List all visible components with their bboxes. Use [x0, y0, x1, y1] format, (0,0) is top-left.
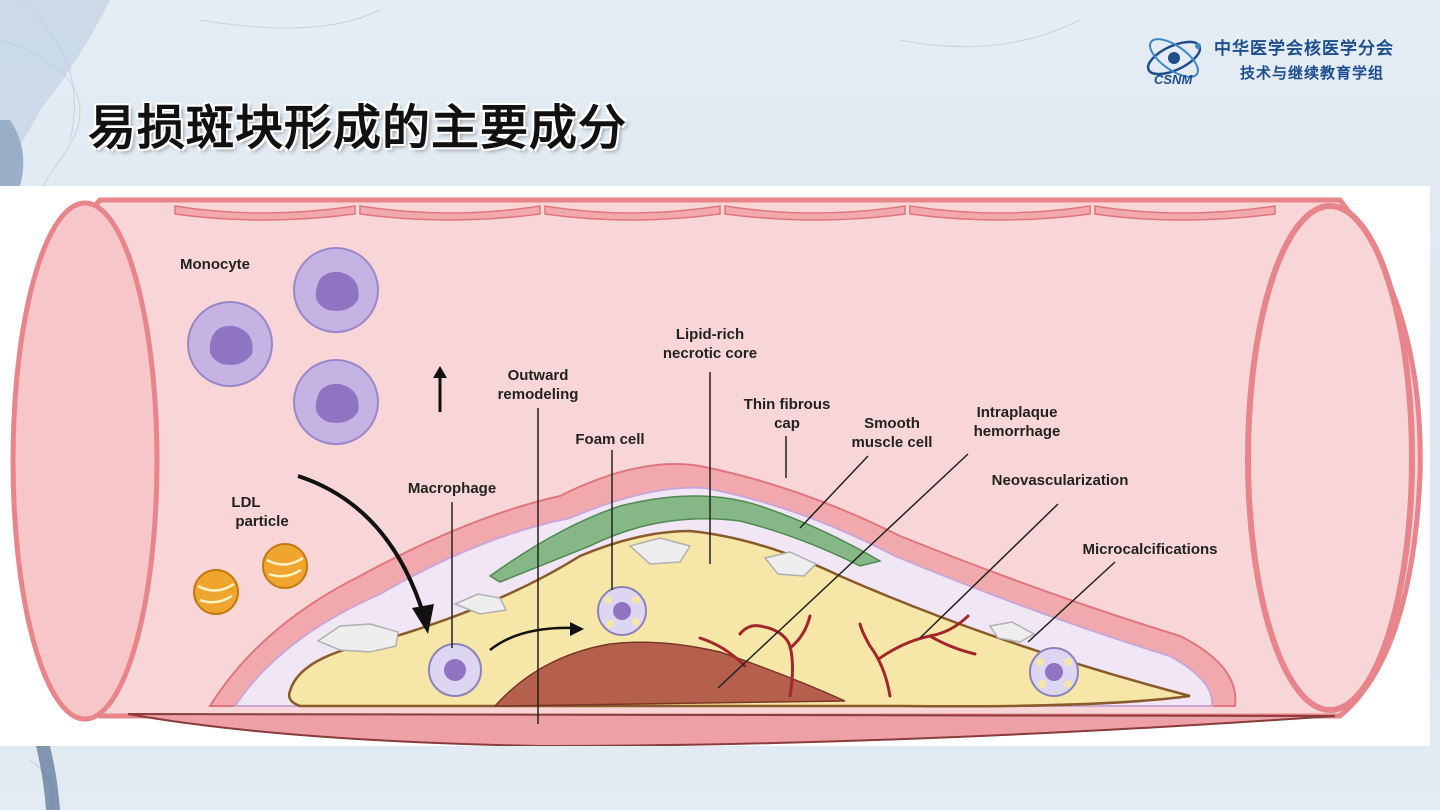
label-iph-line1: Intraplaque [977, 404, 1058, 421]
label-foam-cell: Foam cell [575, 431, 644, 448]
label-lipid-line2: necrotic core [663, 345, 757, 362]
microcalcification-deposits [316, 537, 1036, 653]
label-lipid-line1: Lipid-rich [676, 326, 744, 343]
label-microcalcifications: Microcalcifications [1082, 541, 1217, 558]
label-ldl-line2: particle [235, 513, 288, 530]
label-neovascularization: Neovascularization [992, 472, 1129, 489]
macrophage-to-foam-arrowhead [570, 622, 584, 636]
vessel-left-opening [10, 200, 160, 722]
label-iph-line2: hemorrhage [974, 423, 1061, 440]
ldl-particles [193, 543, 308, 615]
label-outward-line2: remodeling [498, 386, 579, 403]
ldl-particle [193, 569, 239, 615]
atom-logo-icon [1146, 38, 1202, 78]
vessel-right-opening [1245, 203, 1415, 713]
label-ldl-line1: LDL [231, 494, 260, 511]
ldl-entry-arrowhead [412, 604, 434, 634]
ldl-entry-arrow [297, 474, 426, 617]
label-smc-line1: Smooth [864, 415, 920, 432]
smooth-muscle-layer [488, 495, 882, 583]
logo-org-subgroup: 技术与继续教育学组 [1240, 64, 1385, 82]
label-outward-line1: Outward [508, 367, 569, 384]
label-macrophage: Macrophage [408, 480, 496, 497]
monocyte-cells [187, 247, 379, 445]
logo-abbr: CSNM [1154, 72, 1193, 87]
label-smc-line2: muscle cell [852, 434, 933, 451]
upward-arrowhead [433, 366, 447, 378]
process-arrows [297, 366, 584, 651]
label-cap-line1: Thin fibrous [744, 396, 831, 413]
logo-org-name: 中华医学会核医学分会 [1214, 39, 1394, 59]
endothelium-top [174, 205, 1276, 221]
monocyte-cell [293, 359, 379, 445]
macrophage-cell [428, 643, 482, 697]
label-cap-line2: cap [774, 415, 800, 432]
foam-cell [1029, 647, 1079, 697]
label-leader-lines [451, 372, 1116, 724]
label-monocyte: Monocyte [180, 256, 250, 273]
foam-cell [597, 586, 647, 636]
lipid-rich-necrotic-core [287, 529, 1191, 708]
macrophage-to-foam-arrow [489, 626, 576, 651]
intraplaque-hemorrhage-region [493, 641, 846, 707]
vulnerable-plaque-diagram: Monocyte LDL particle Macrophage Outward… [10, 197, 1423, 746]
slide-title: 易损斑块形成的主要成分 [88, 100, 628, 156]
vessel-bottom-wall [127, 713, 1336, 746]
csnm-logo: CSNM 中华医学会核医学分会 技术与继续教育学组 [1140, 28, 1430, 98]
monocyte-cell [187, 301, 273, 387]
plaque-diagram-panel: Monocyte LDL particle Macrophage Outward… [0, 186, 1430, 746]
monocyte-cell [293, 247, 379, 333]
ldl-particle [262, 543, 308, 589]
neovascularization-vessels [698, 614, 977, 698]
